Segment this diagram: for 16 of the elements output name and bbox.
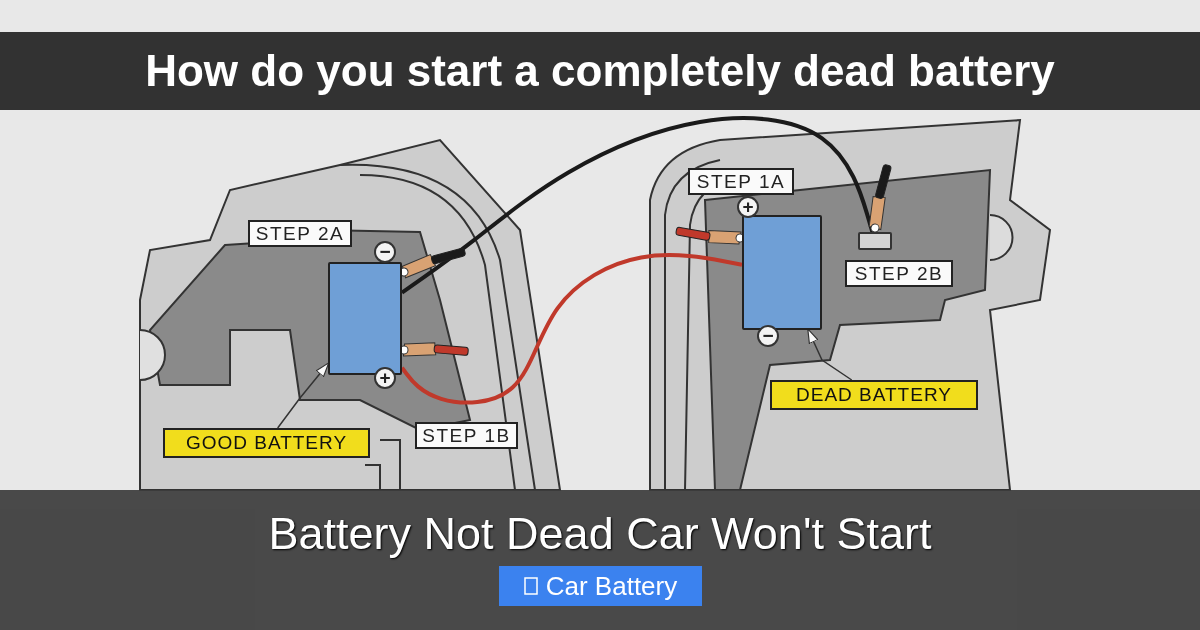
leader-arrow — [276, 362, 330, 429]
dead-battery — [742, 215, 822, 330]
step-label: STEP 2B — [845, 260, 953, 287]
jumper-cable — [400, 116, 875, 295]
jumper-cable — [400, 253, 743, 405]
step-label: STEP 1A — [688, 168, 794, 195]
caption: Battery Not Dead Car Won't Start — [267, 508, 933, 560]
good-battery — [328, 262, 402, 375]
category-tag: Car Battery — [499, 566, 702, 606]
callout-text: DEAD BATTERY — [796, 384, 952, 406]
leader-arrow — [807, 328, 853, 381]
step-label: STEP 1B — [415, 422, 518, 449]
step-label: STEP 2A — [248, 220, 352, 247]
title: How do you start a completely dead battery — [0, 32, 1200, 110]
callout-text: GOOD BATTERY — [185, 432, 348, 454]
ground-bracket — [858, 232, 892, 250]
